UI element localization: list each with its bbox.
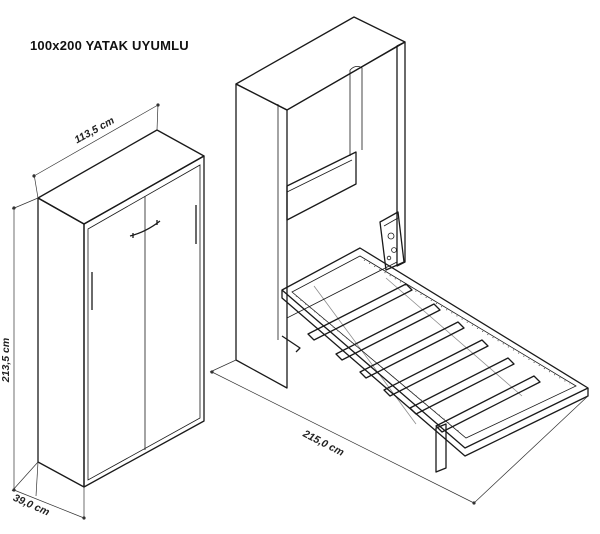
bed-slats bbox=[307, 283, 541, 433]
dimension-height: 213,5 cm bbox=[0, 197, 39, 492]
bed-leg bbox=[435, 423, 447, 473]
dimension-open-length-label: 215,0 cm bbox=[300, 427, 346, 458]
closed-cabinet: 113,5 cm 213,5 cm 39,0 cm bbox=[0, 103, 205, 520]
bed-frame bbox=[281, 247, 589, 473]
dimension-width: 113,5 cm bbox=[32, 103, 160, 199]
dimension-height-label: 213,5 cm bbox=[0, 338, 12, 383]
bed-arm bbox=[281, 335, 301, 353]
dimension-depth-label: 39,0 cm bbox=[11, 492, 51, 519]
open-cabinet: 215,0 cm bbox=[209, 16, 589, 505]
dimension-depth: 39,0 cm bbox=[11, 461, 86, 520]
hinge-mechanism bbox=[379, 211, 405, 271]
diagram-title: 100x200 YATAK UYUMLU bbox=[30, 38, 189, 53]
